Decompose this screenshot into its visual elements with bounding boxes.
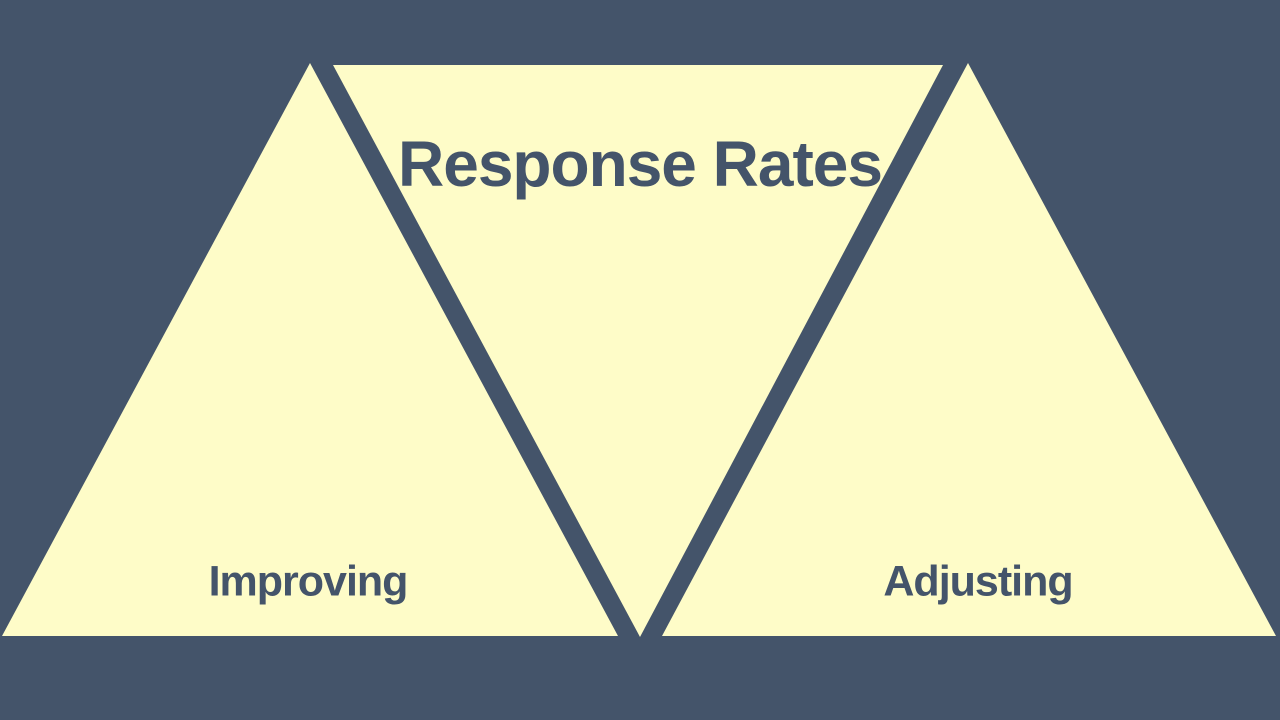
right-triangle-label: Adjusting — [883, 557, 1073, 606]
left-triangle-label: Improving — [208, 557, 409, 606]
right-triangle-shape — [662, 63, 1276, 636]
center-triangle-label: Response Rates — [398, 128, 883, 200]
center-triangle-shape — [333, 65, 943, 637]
left-triangle-shape — [2, 63, 618, 636]
